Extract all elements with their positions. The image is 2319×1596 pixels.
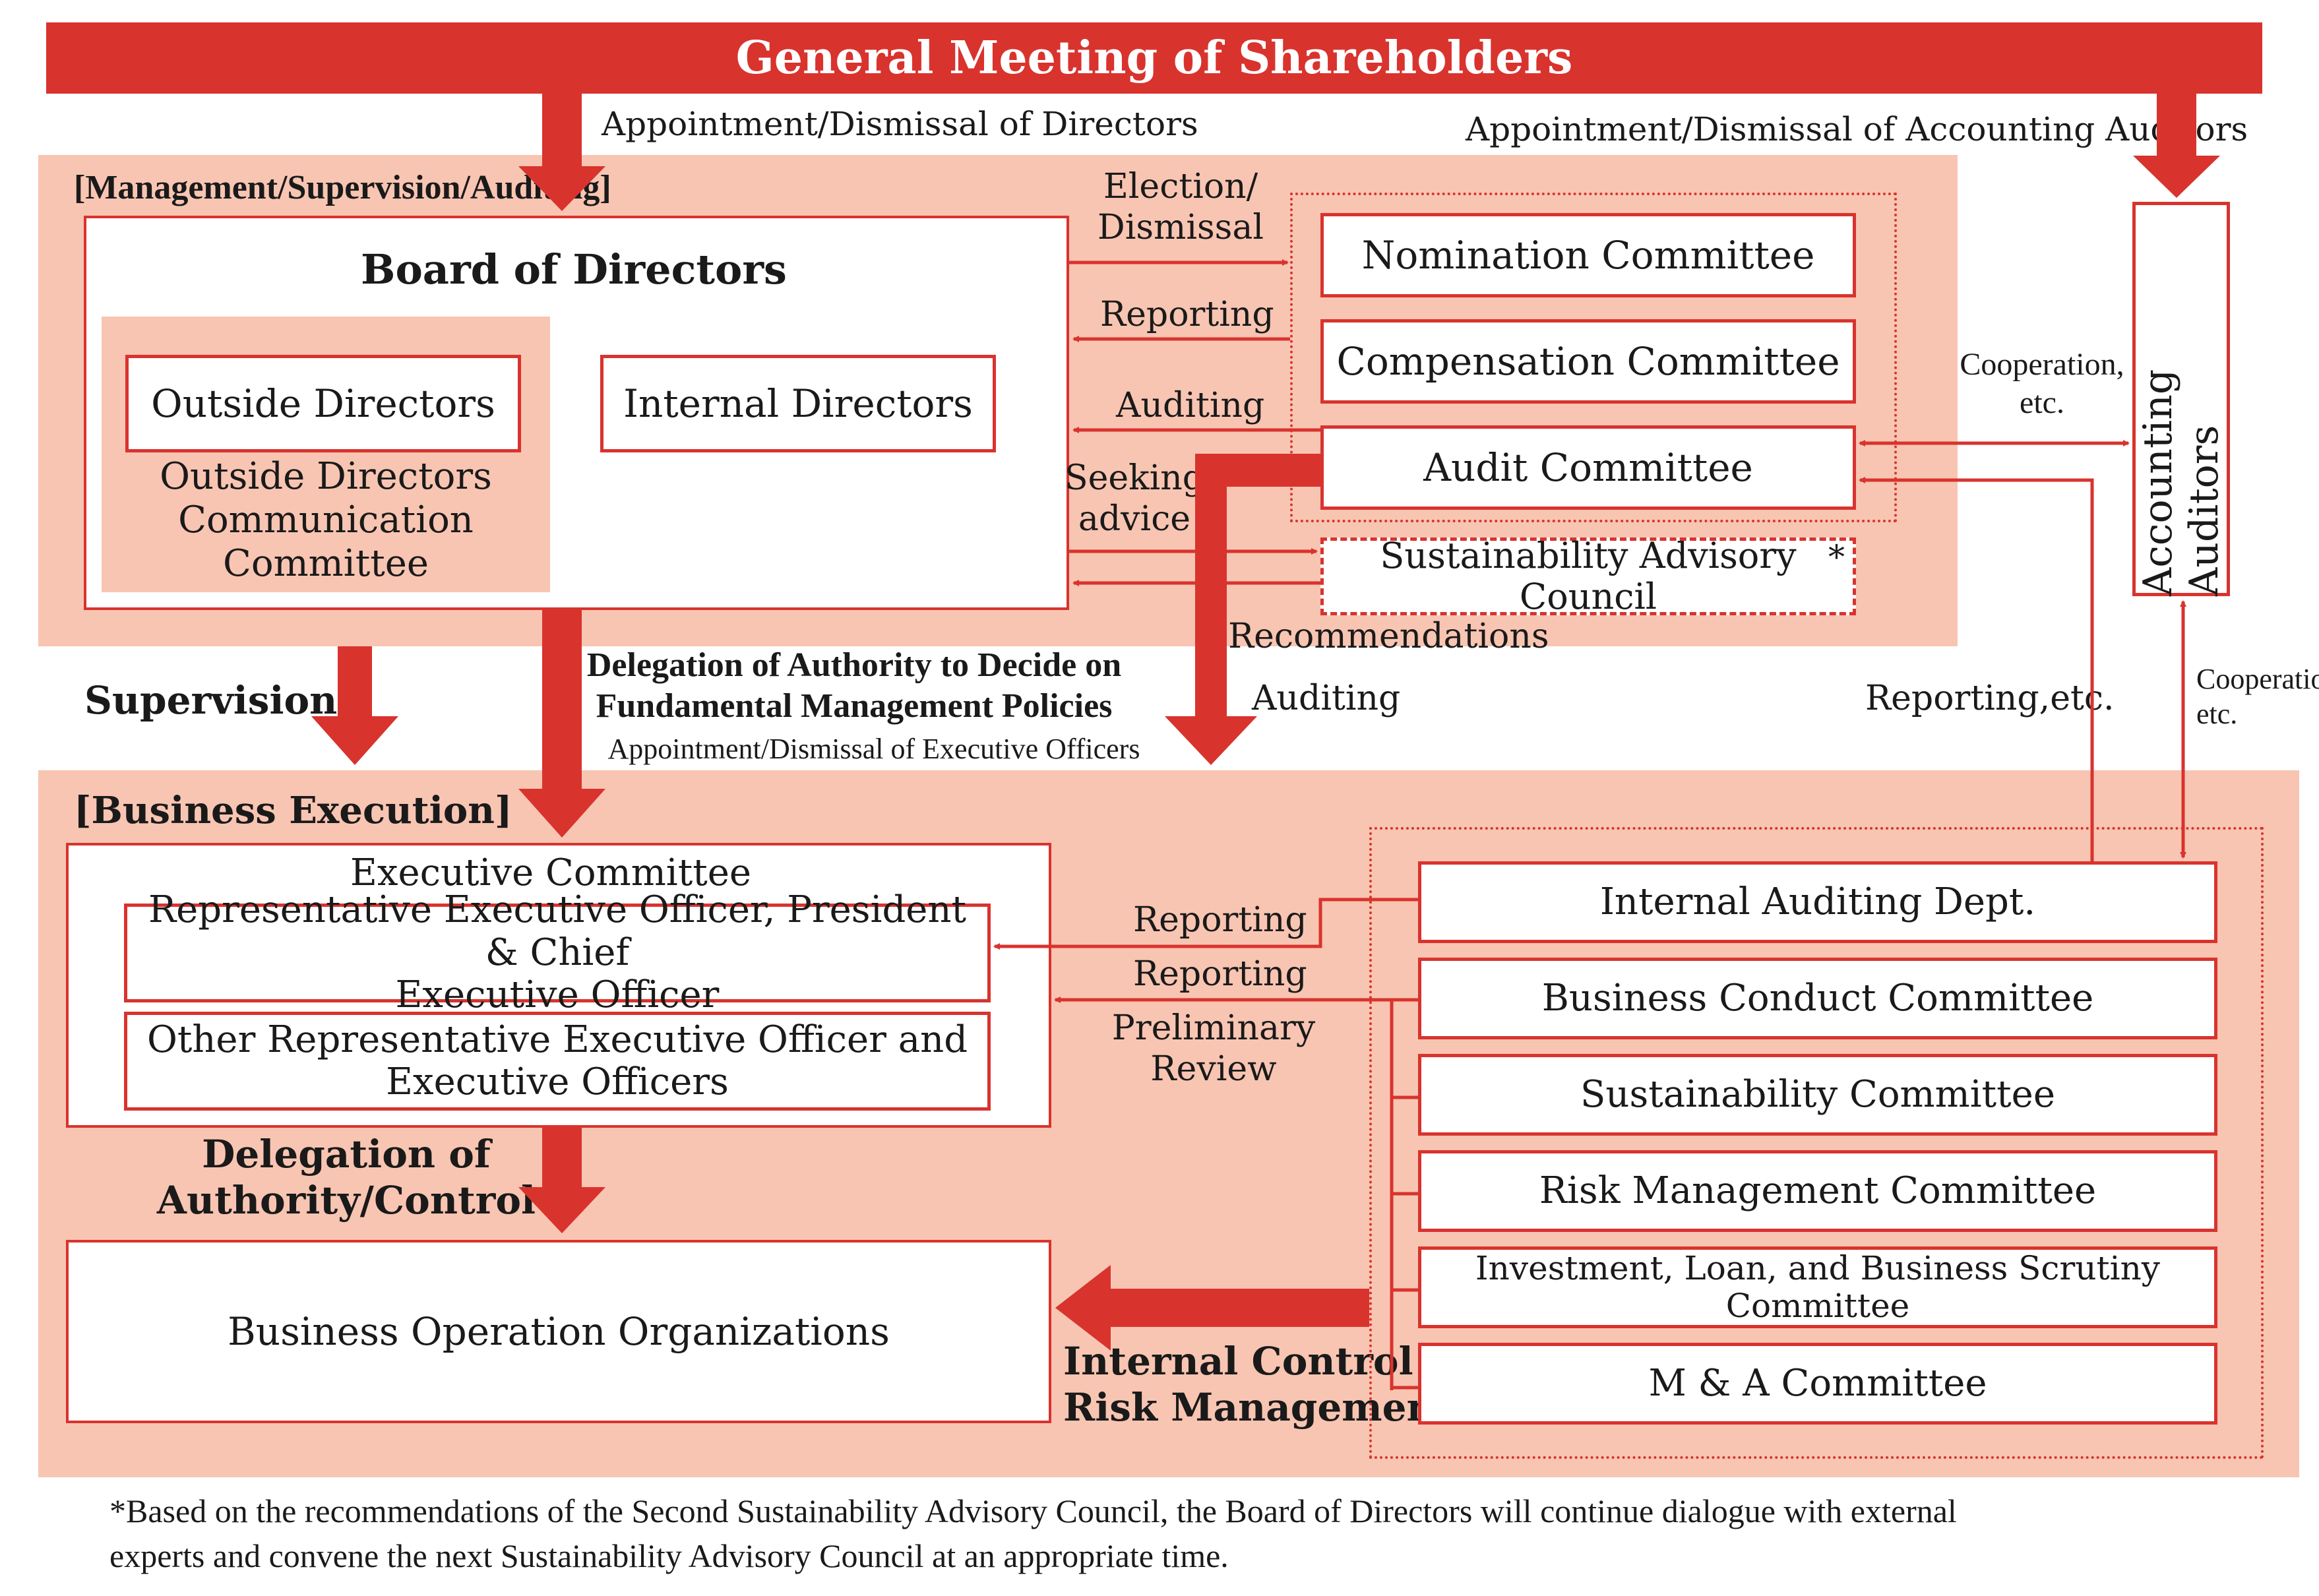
right-committee-5: M & A Committee: [1418, 1343, 2217, 1425]
others-line2: Executive Officers: [386, 1060, 729, 1103]
auditing-label-top: Auditing: [1116, 386, 1265, 425]
delegation-label: Delegation of Authority to Decide on Fun…: [580, 645, 1128, 727]
reporting-etc-label: Reporting,etc.: [1865, 679, 2115, 718]
others-line1: Other Representative Executive Officer a…: [146, 1018, 968, 1061]
delegation-line2: Fundamental Management Policies: [596, 687, 1113, 725]
right-committee-3: Risk Management Committee: [1418, 1150, 2217, 1232]
arrow-reporting-ceo: [993, 898, 1418, 950]
compensation-committee-box: Compensation Committee: [1320, 319, 1856, 404]
cooperation-top-line2: etc.: [2020, 384, 2064, 420]
arrow-supervision: [311, 646, 398, 765]
footnote-line1: *Based on the recommendations of the Sec…: [109, 1492, 1957, 1529]
footnote: *Based on the recommendations of the Sec…: [109, 1489, 1957, 1578]
arrow-shareholders-to-board: [518, 94, 605, 211]
shareholders-meeting-bar: General Meeting of Shareholders: [46, 22, 2262, 94]
internal-directors-box: Internal Directors: [600, 355, 996, 452]
recommendations-label: Recommendations: [1228, 617, 1549, 656]
right-committee-4: Investment, Loan, and Business Scrutiny …: [1418, 1246, 2217, 1328]
arrow-internal-control: [1055, 1265, 1369, 1351]
block-arrows: [311, 94, 2220, 1351]
cooperation-top-label: Cooperation, etc.: [1956, 346, 2128, 421]
executive-committee-title: Executive Committee: [350, 851, 751, 894]
preliminary-line2: Review: [1150, 1049, 1277, 1090]
delegation-line1: Delegation of Authority to Decide on: [586, 646, 1122, 684]
reporting-label-1: Reporting: [1133, 900, 1307, 940]
cooperation-right-line1: Cooperation,: [2196, 663, 2319, 695]
right-committee-1: Business Conduct Committee: [1418, 958, 2217, 1039]
appoint-directors-label: Appointment/Dismissal of Directors: [602, 105, 1198, 143]
arrow-audit-committee: [1165, 454, 1320, 765]
delegation-control-line1: Delegation of: [202, 1132, 491, 1177]
council-asterisk: *: [1828, 538, 1845, 576]
internal-control-label: Internal Control Risk Management: [1063, 1339, 1452, 1430]
arrow-reporting-etc: [1859, 477, 2094, 861]
reporting-label-2: Reporting: [1133, 954, 1307, 994]
delegation-control-label: Delegation of Authority/Control: [152, 1132, 541, 1223]
footnote-line2: experts and convene the next Sustainabil…: [109, 1537, 1229, 1574]
ceo-line2: Executive Officer: [395, 973, 720, 1017]
right-committee-0: Internal Auditing Dept.: [1418, 861, 2217, 943]
outside-council-line2: Communication: [178, 499, 474, 542]
election-line2: Dismissal: [1098, 208, 1264, 248]
preliminary-review-label: Preliminary Review: [1095, 1008, 1332, 1090]
reporting-label-top: Reporting: [1100, 295, 1274, 334]
preliminary-line1: Preliminary: [1111, 1008, 1316, 1048]
management-zone-title: [Management/Supervision/Auditing]: [74, 169, 611, 206]
outside-council-line1: Outside Directors: [160, 455, 492, 498]
committees-group: [1290, 193, 1897, 522]
arrow-shareholders-to-auditors: [2133, 94, 2220, 198]
appoint-executives-label: Appointment/Dismissal of Executive Offic…: [607, 733, 1140, 765]
nomination-committee-box: Nomination Committee: [1320, 213, 1856, 297]
right-committees-group: [1369, 827, 2264, 1459]
election-line1: Election/: [1103, 167, 1258, 206]
auditing-label-mid: Auditing: [1252, 679, 1401, 718]
outside-council-label: Outside Directors Communication Committe…: [115, 455, 537, 586]
supervision-label: Supervision: [84, 678, 338, 723]
cooperation-right-label: Cooperation, etc.: [2196, 662, 2319, 732]
seeking-line1: Seeking: [1064, 458, 1205, 498]
election-dismissal-label: Election/ Dismissal: [1082, 166, 1280, 249]
other-executives-box: Other Representative Executive Officer a…: [124, 1012, 991, 1111]
internal-control-line1: Internal Control: [1063, 1339, 1413, 1384]
ceo-box: Representative Executive Officer, Presid…: [124, 889, 991, 1016]
arrow-delegation: [518, 610, 605, 838]
business-zone-title: [Business Execution]: [74, 789, 512, 832]
ceo-line1: Representative Executive Officer, Presid…: [148, 888, 967, 974]
arrow-exec-to-operations: [518, 1128, 605, 1233]
business-operation-box: Business Operation Organizations: [66, 1240, 1051, 1423]
right-committee-2: Sustainability Committee: [1418, 1054, 2217, 1136]
sustainability-council-box: Sustainability Advisory Council: [1320, 535, 1856, 617]
cooperation-top-line1: Cooperation,: [1960, 347, 2124, 382]
delegation-control-line2: Authority/Control: [156, 1177, 536, 1223]
appoint-auditors-label: Appointment/Dismissal of Accounting Audi…: [1466, 110, 2248, 148]
accounting-auditors-box: [2132, 202, 2230, 596]
thin-arrows: [993, 259, 2186, 1390]
internal-control-line2: Risk Management: [1063, 1384, 1452, 1430]
seeking-line2: advice: [1078, 499, 1191, 539]
board-title: Board of Directors: [361, 245, 787, 293]
outside-directors-box: Outside Directors: [125, 355, 521, 452]
outside-council-line3: Committee: [223, 542, 429, 586]
cooperation-right-line2: etc.: [2196, 697, 2238, 730]
seeking-advice-label: Seeking advice: [1055, 458, 1214, 540]
audit-committee-box: Audit Committee: [1320, 425, 1856, 510]
